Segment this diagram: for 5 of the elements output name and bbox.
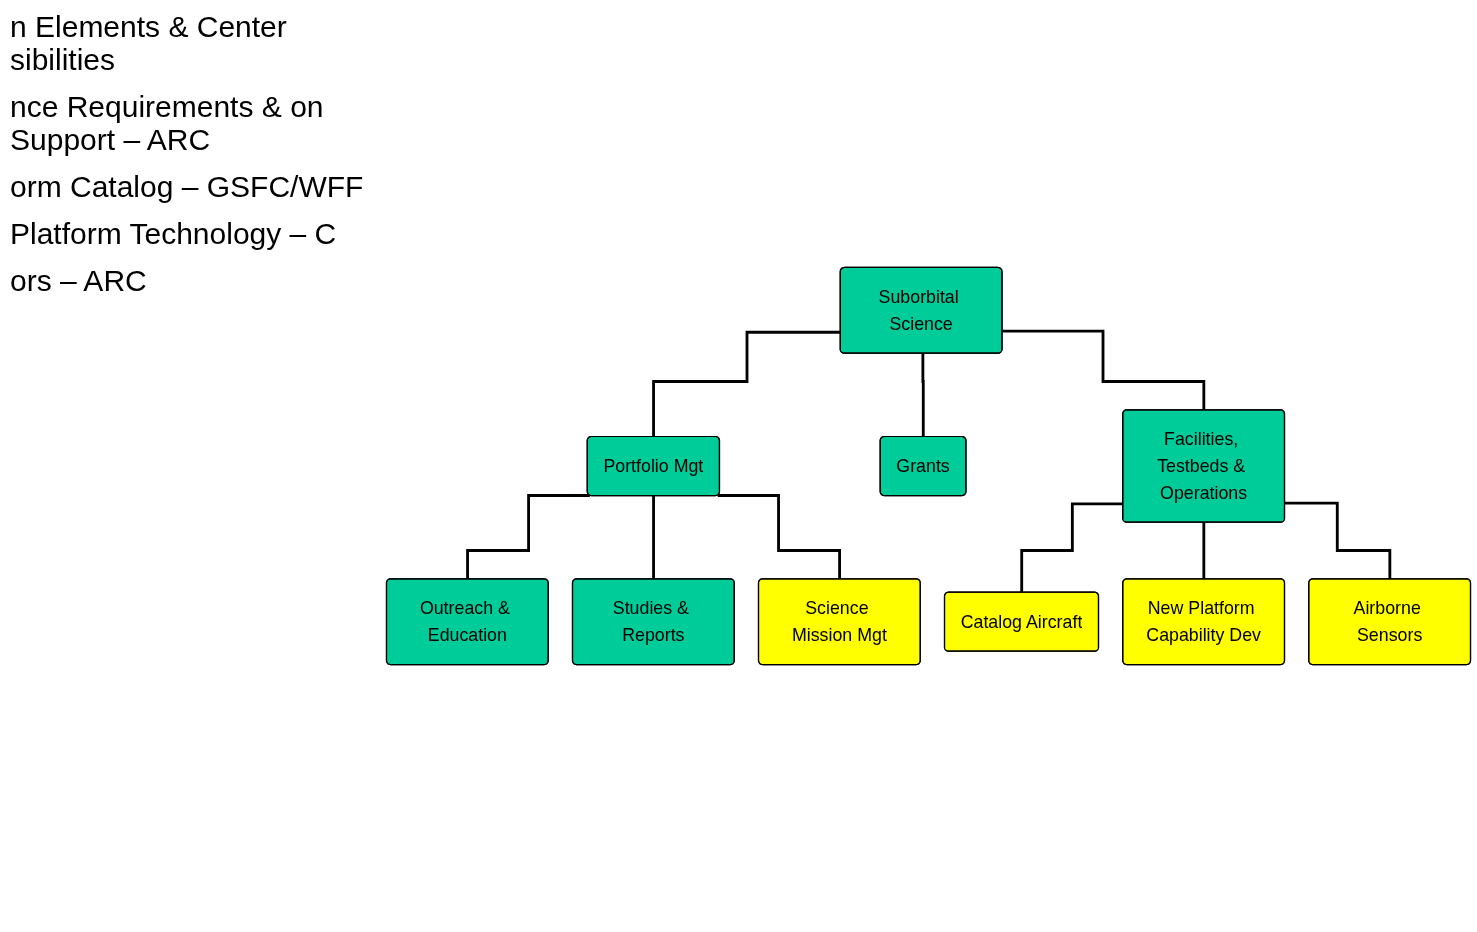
responsibility-text: Platform Technology – C: [10, 217, 338, 250]
responsibility-text: orm Catalog – GSFC/WFF: [10, 170, 365, 203]
responsibility-text: ors – ARC: [10, 264, 148, 297]
responsibility-text: nce Requirements & on Support – ARC: [10, 90, 325, 156]
responsibility-text: n Elements & Center sibilities: [10, 10, 288, 76]
